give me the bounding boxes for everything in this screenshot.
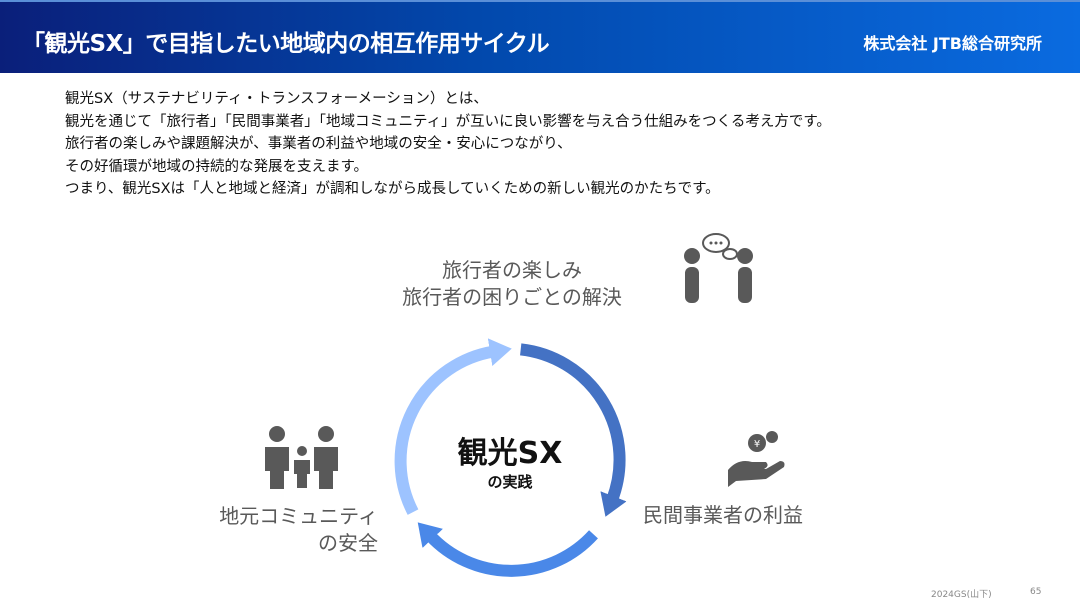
intro-line: 旅行者の楽しみや課題解決が、事業者の利益や地域の安全・安心につながり、 <box>65 136 572 152</box>
traveler-label-line: 旅行者の困りごとの解決 <box>402 285 622 309</box>
intro-text: 観光SX（サステナビリティ・トランスフォーメーション）とは、 観光を通じて「旅行… <box>65 88 831 201</box>
community-label-line: 地元コミュニティ <box>219 504 378 528</box>
brand-logo: 株式会社 JTB総合研究所 <box>863 34 1042 53</box>
intro-line: 観光SX（サステナビリティ・トランスフォーメーション）とは、 <box>65 91 488 107</box>
hand-coin-icon: ¥ <box>728 431 785 487</box>
community-label-line: の安全 <box>318 531 378 555</box>
cycle-center: 観光SX の実践 <box>440 437 580 492</box>
traveler-label-line: 旅行者の楽しみ <box>442 258 582 282</box>
traveler-label: 旅行者の楽しみ 旅行者の困りごとの解決 <box>378 257 646 311</box>
footer-note: 2024GS(山下) <box>931 590 992 600</box>
family-icon <box>265 426 338 489</box>
intro-line: つまり、観光SXは「人と地域と経済」が調和しながら成長していくための新しい観光の… <box>65 181 720 197</box>
header-bar: 「観光SX」で目指したい地域内の相互作用サイクル 株式会社 JTB総合研究所 <box>0 0 1080 73</box>
page-title: 「観光SX」で目指したい地域内の相互作用サイクル <box>22 31 550 57</box>
page-number: 65 <box>1030 587 1042 597</box>
cycle-arrow-business-to-community <box>417 522 598 577</box>
community-label: 地元コミュニティ の安全 <box>185 503 378 557</box>
conversation-icon <box>684 233 753 303</box>
intro-line: その好循環が地域の持続的な発展を支えます。 <box>65 158 369 175</box>
center-subtitle: の実践 <box>487 473 533 491</box>
svg-text:¥: ¥ <box>754 439 760 450</box>
business-label: 民間事業者の利益 <box>643 503 803 527</box>
cycle-arrow-community-to-traveler <box>394 338 512 515</box>
cycle-arrow-traveler-to-business <box>520 343 627 517</box>
intro-line: 観光を通じて「旅行者」「民間事業者」「地域コミュニティ」が互いに良い影響を与え合… <box>65 113 831 130</box>
center-title: 観光SX <box>457 436 563 471</box>
